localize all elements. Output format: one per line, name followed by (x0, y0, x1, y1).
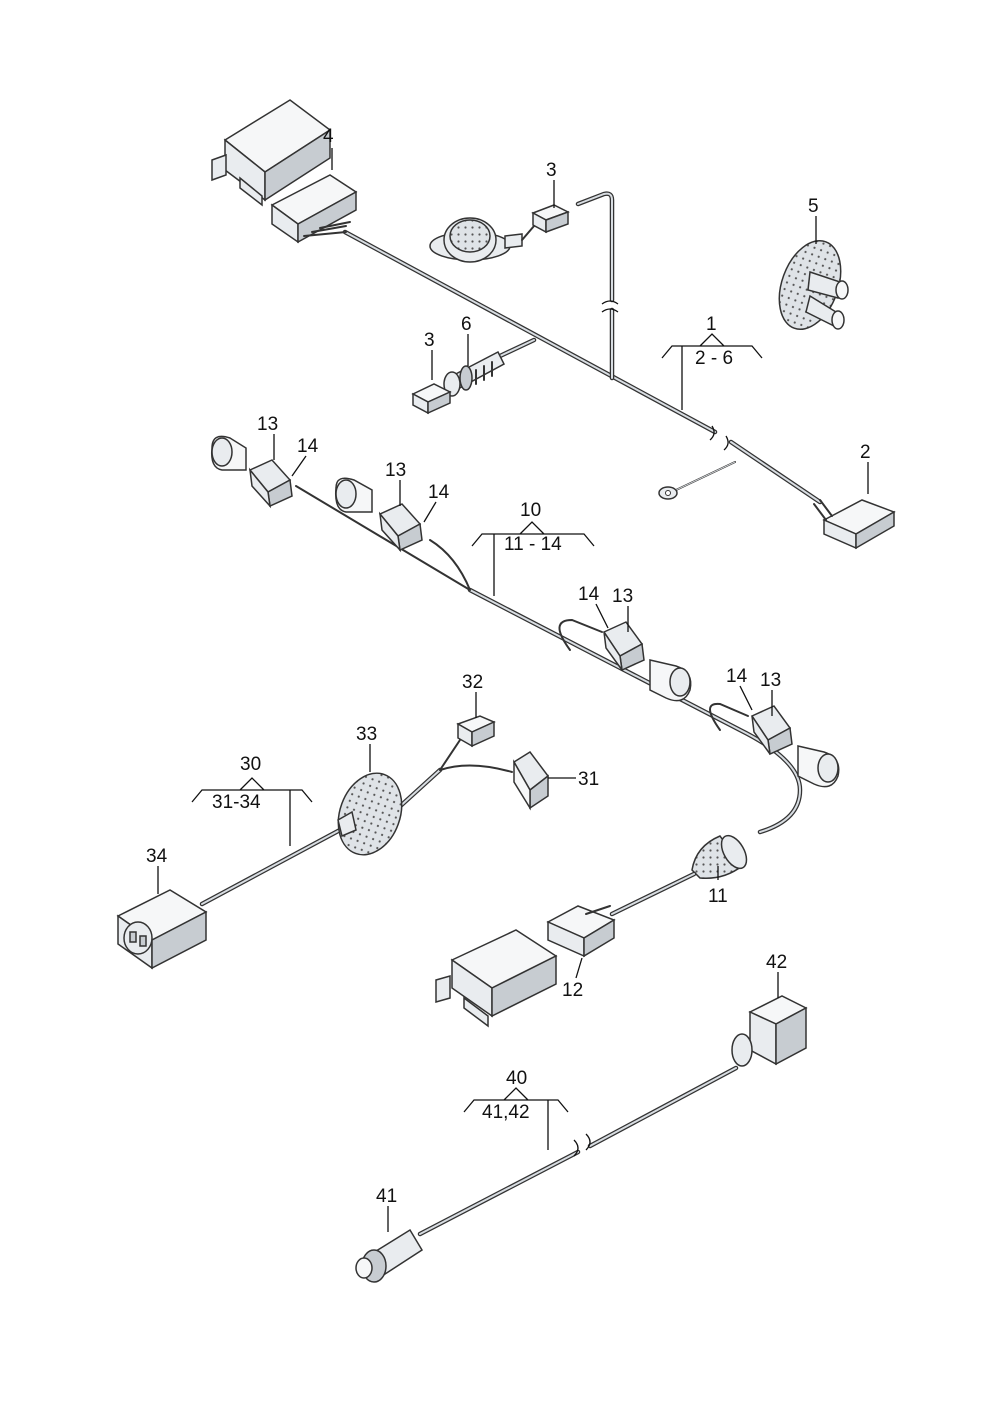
callout-13-d: 13 (760, 670, 781, 691)
group-range-10: 11 - 14 (504, 534, 562, 555)
connector-3-lower (411, 383, 452, 415)
callout-4: 4 (323, 126, 334, 147)
callout-14-d: 14 (726, 666, 748, 687)
callout-3-top: 3 (546, 160, 557, 181)
sensor-connector-1 (248, 459, 293, 509)
sensor-connector-4 (750, 705, 793, 756)
connector-2 (813, 499, 896, 550)
connector-42 (731, 995, 808, 1067)
grommet-6 (443, 350, 505, 397)
callout-2: 2 (860, 442, 871, 463)
callout-12: 12 (562, 980, 583, 1001)
buzzer-speaker (429, 217, 535, 263)
harness-30 (116, 715, 550, 970)
connector-4 (270, 174, 358, 244)
callout-32: 32 (462, 672, 483, 693)
control-unit-top (211, 99, 332, 207)
grommet-5 (778, 239, 849, 331)
callout-31: 31 (578, 769, 599, 790)
group-range-30: 31-34 (212, 792, 261, 813)
grommet-11 (691, 834, 748, 879)
callout-42: 42 (766, 952, 787, 973)
callout-1: 1 (706, 314, 717, 335)
group-range-40: 41,42 (482, 1102, 530, 1123)
control-unit-lower (435, 929, 558, 1028)
connector-12 (546, 905, 616, 958)
callout-6: 6 (461, 314, 472, 335)
callout-14-c: 14 (578, 584, 600, 605)
harness-40 (355, 995, 808, 1283)
sensor-41 (355, 1228, 424, 1283)
sensor-connector-3 (602, 621, 645, 672)
connector-3-top (531, 204, 570, 234)
callout-3-lower: 3 (424, 330, 435, 351)
connector-31 (512, 750, 550, 811)
sensor-1 (210, 435, 247, 471)
callout-labels: 4 3 5 1 2 - 6 6 3 2 13 14 13 14 10 11 - … (146, 126, 871, 1207)
grommet-33 (337, 772, 403, 856)
sensor-connector-2 (378, 503, 423, 553)
callout-13-c: 13 (612, 586, 633, 607)
connector-32 (456, 715, 496, 748)
callout-14-b: 14 (428, 482, 450, 503)
callout-5: 5 (808, 196, 819, 217)
sensor-4 (797, 745, 840, 788)
harness-10 (210, 435, 840, 1028)
callout-10: 10 (520, 500, 541, 521)
group-range-1: 2 - 6 (695, 348, 733, 369)
callout-40: 40 (506, 1068, 527, 1089)
leaders (157, 148, 869, 1232)
sensor-3 (649, 659, 692, 702)
callout-33: 33 (356, 724, 377, 745)
callout-34: 34 (146, 846, 168, 867)
callout-13-a: 13 (257, 414, 278, 435)
callout-14-a: 14 (297, 436, 319, 457)
sensor-2 (334, 477, 373, 513)
callout-11: 11 (708, 886, 728, 907)
harness-1 (211, 99, 896, 550)
callout-13-b: 13 (385, 460, 406, 481)
callout-30: 30 (240, 754, 261, 775)
callout-41: 41 (376, 1186, 397, 1207)
connector-34 (116, 889, 208, 970)
